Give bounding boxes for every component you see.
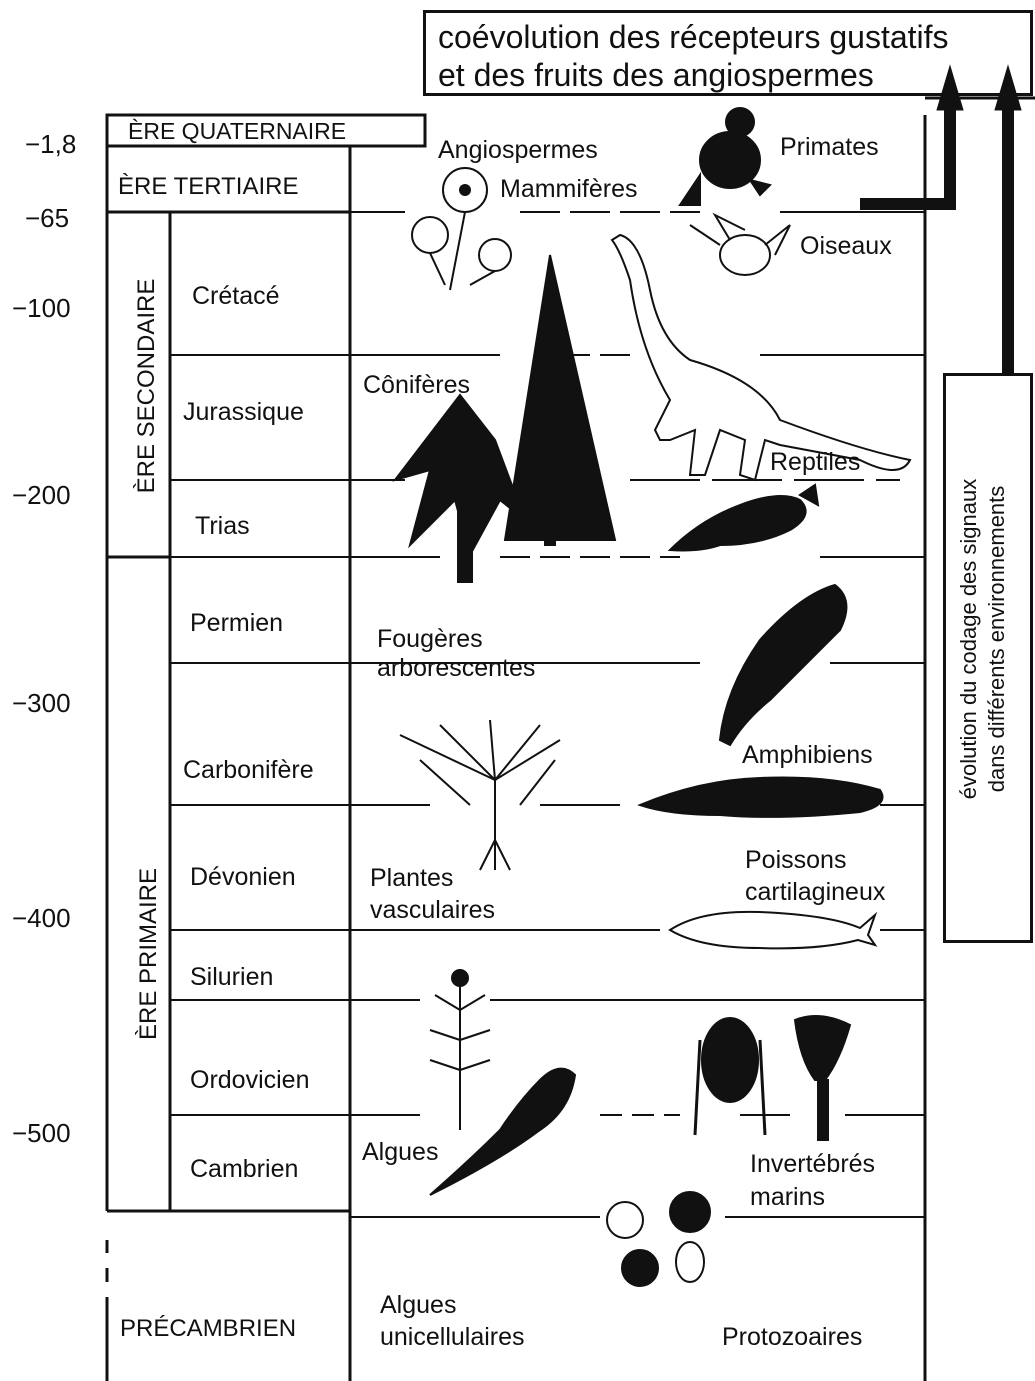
- label-fougeres-2: arborescentes: [377, 656, 535, 681]
- time-label: −100: [12, 295, 71, 321]
- label-poissons-1: Poissons: [745, 848, 846, 873]
- label-coniferes: Cônifères: [363, 373, 470, 398]
- era-tertiaire: ÈRE TERTIAIRE: [118, 175, 299, 199]
- flower-icon: [412, 168, 511, 290]
- period-label: Cambrien: [190, 1157, 298, 1182]
- label-oiseaux: Oiseaux: [800, 234, 892, 259]
- label-plantes-2: vasculaires: [370, 898, 495, 923]
- illustrations: [395, 108, 910, 1286]
- label-angiospermes: Angiospermes: [438, 138, 598, 163]
- label-protozoaires: Protozoaires: [722, 1325, 862, 1350]
- trilobite-icon: [695, 1018, 765, 1135]
- arrow-head-2: [995, 66, 1021, 110]
- period-label: Silurien: [190, 965, 273, 990]
- period-label: Dévonien: [190, 865, 296, 890]
- label-amphibiens: Amphibiens: [742, 743, 873, 768]
- label-invertebres-2: marins: [750, 1185, 825, 1210]
- time-label: −1,8: [25, 131, 76, 157]
- label-fougeres-1: Fougères: [377, 627, 483, 652]
- period-label: Trias: [195, 514, 250, 539]
- period-label: Permien: [190, 611, 283, 636]
- era-precambrien: PRÉCAMBRIEN: [120, 1317, 296, 1341]
- period-label: Jurassique: [183, 400, 304, 425]
- label-plantes-1: Plantes: [370, 866, 453, 891]
- label-primates: Primates: [780, 135, 879, 160]
- era-secondaire: ÈRE SECONDAIRE: [133, 236, 161, 536]
- amphibian-2-icon: [640, 778, 883, 817]
- label-mammiferes: Mammifères: [500, 177, 638, 202]
- time-label: −500: [12, 1120, 71, 1146]
- label-reptiles: Reptiles: [770, 450, 860, 475]
- label-algues-uni-1: Algues: [380, 1293, 456, 1318]
- time-label: −200: [12, 482, 71, 508]
- time-label: −300: [12, 690, 71, 716]
- conifer-tree-icon: [505, 255, 615, 545]
- primate-icon: [680, 108, 770, 205]
- tree-fern-icon: [395, 395, 525, 582]
- vascular-plant-icon: [400, 720, 560, 870]
- crinoid-icon: [795, 1016, 850, 1140]
- time-label: −400: [12, 905, 71, 931]
- era-primaire: ÈRE PRIMAIRE: [135, 794, 163, 1114]
- label-invertebres-1: Invertébrés: [750, 1152, 875, 1177]
- alga-icon: [430, 970, 575, 1195]
- label-algues: Algues: [362, 1140, 438, 1165]
- bird-icon: [690, 215, 790, 275]
- label-poissons-2: cartilagineux: [745, 880, 885, 905]
- fish-icon: [670, 912, 875, 949]
- time-label: −65: [25, 205, 69, 231]
- period-label: Carbonifère: [183, 758, 314, 783]
- period-label: Ordovicien: [190, 1068, 310, 1093]
- amphibian-icon: [720, 585, 846, 745]
- dinosaur-icon: [612, 235, 910, 480]
- protozoa-icon: [607, 1192, 710, 1286]
- reptile-icon: [670, 485, 818, 550]
- label-algues-uni-2: unicellulaires: [380, 1325, 525, 1350]
- arrow-head-1: [937, 66, 963, 110]
- era-quaternaire: ÈRE QUATERNAIRE: [128, 120, 346, 143]
- period-label: Crétacé: [192, 284, 280, 309]
